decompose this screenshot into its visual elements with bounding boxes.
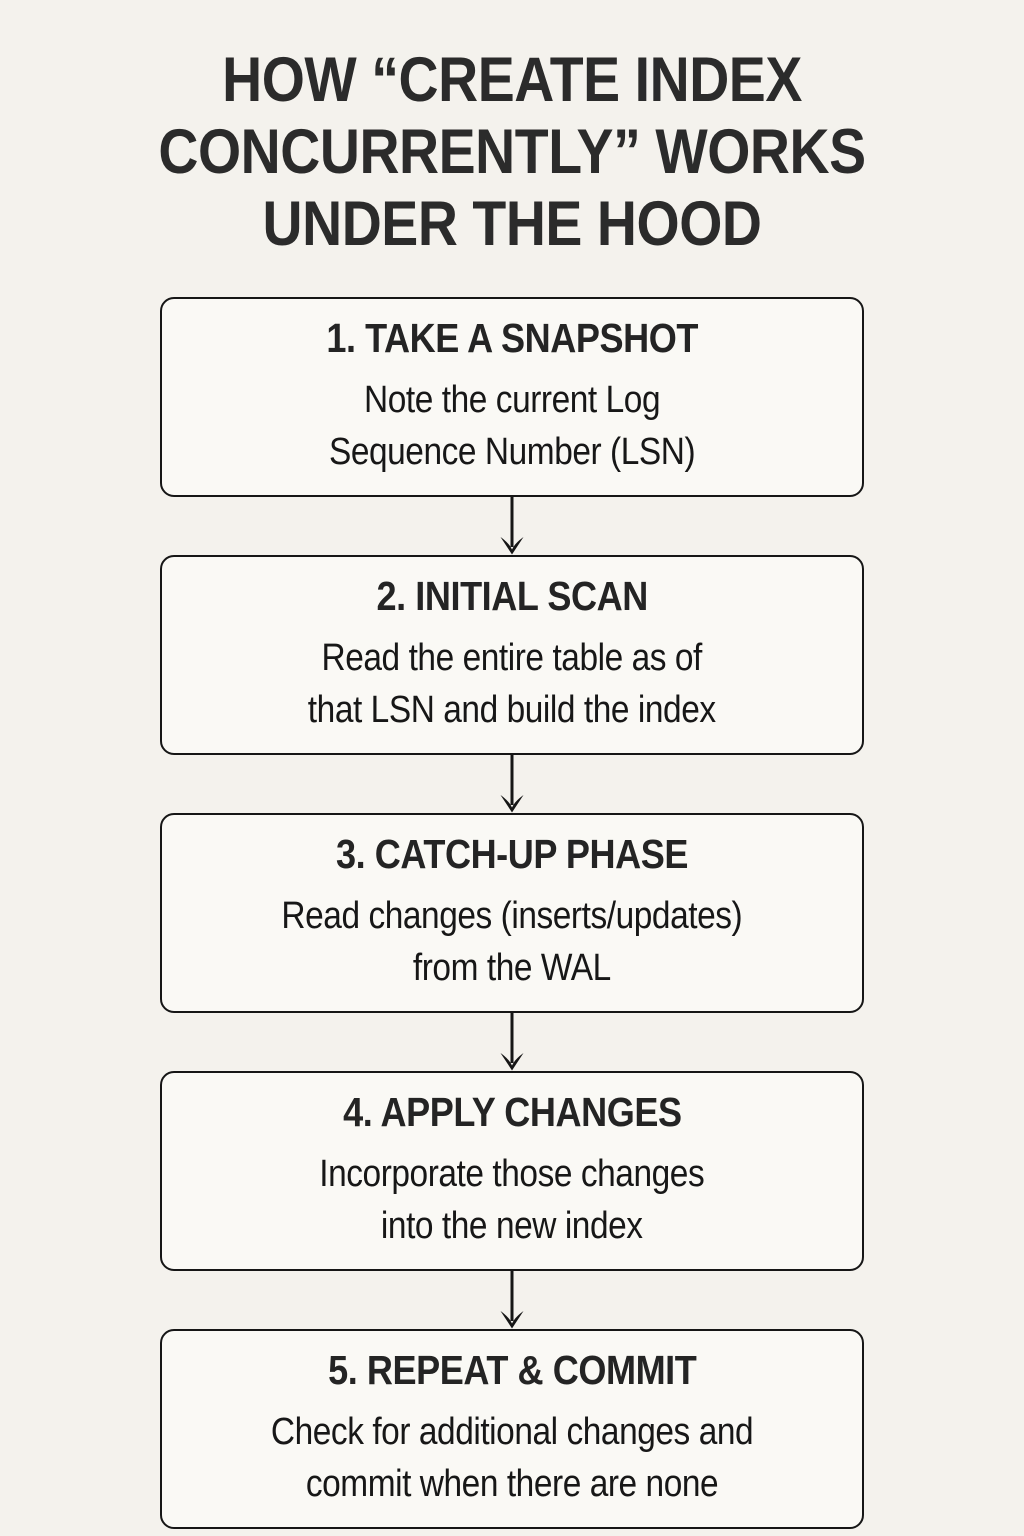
step-box-1: 1. TAKE A SNAPSHOT Note the current Log …	[160, 297, 864, 497]
step-4-body-line-2: into the new index	[381, 1204, 643, 1247]
step-5-body: Check for additional changes and commit …	[270, 1406, 754, 1510]
step-5-body-line-1: Check for additional changes and	[270, 1410, 754, 1453]
connector-arrow-4	[160, 1271, 864, 1329]
flowchart: 1. TAKE A SNAPSHOT Note the current Log …	[160, 297, 864, 1529]
step-1-body: Note the current Log Sequence Number (LS…	[328, 374, 696, 478]
connector-arrow-3	[160, 1013, 864, 1071]
step-1-body-line-1: Note the current Log	[363, 378, 661, 421]
step-box-4: 4. APPLY CHANGES Incorporate those chang…	[160, 1071, 864, 1271]
step-4-body-line-1: Incorporate those changes	[319, 1152, 705, 1195]
step-5-body-line-2: commit when there are none	[305, 1462, 719, 1505]
down-arrow-icon	[500, 1271, 524, 1329]
down-arrow-icon	[500, 755, 524, 813]
step-2-body: Read the entire table as of that LSN and…	[308, 632, 716, 736]
step-4-body: Incorporate those changes into the new i…	[319, 1148, 704, 1252]
step-3-body-line-1: Read changes (inserts/updates)	[281, 894, 743, 937]
page-title-line-1: HOW “CREATE INDEX	[222, 45, 802, 115]
step-2-body-line-2: that LSN and build the index	[308, 688, 716, 731]
down-arrow-icon	[500, 497, 524, 555]
step-2-heading: 2. INITIAL SCAN	[376, 573, 648, 620]
step-box-3: 3. CATCH-UP PHASE Read changes (inserts/…	[160, 813, 864, 1013]
connector-arrow-1	[160, 497, 864, 555]
step-4-heading: 4. APPLY CHANGES	[342, 1089, 682, 1136]
connector-arrow-2	[160, 755, 864, 813]
step-2-body-line-1: Read the entire table as of	[321, 636, 703, 679]
page-title-line-2: CONCURRENTLY” WORKS	[158, 117, 866, 187]
page-title: HOW “CREATE INDEX CONCURRENTLY” WORKS UN…	[61, 44, 962, 260]
step-1-body-line-2: Sequence Number (LSN)	[328, 430, 696, 473]
step-box-2: 2. INITIAL SCAN Read the entire table as…	[160, 555, 864, 755]
step-5-heading: 5. REPEAT & COMMIT	[327, 1347, 697, 1394]
step-1-heading: 1. TAKE A SNAPSHOT	[326, 315, 698, 362]
step-3-body-line-2: from the WAL	[413, 946, 611, 989]
step-box-5: 5. REPEAT & COMMIT Check for additional …	[160, 1329, 864, 1529]
down-arrow-icon	[500, 1013, 524, 1071]
step-3-body: Read changes (inserts/updates) from the …	[282, 890, 743, 994]
step-3-heading: 3. CATCH-UP PHASE	[335, 831, 689, 878]
page-title-line-3: UNDER THE HOOD	[262, 189, 762, 259]
